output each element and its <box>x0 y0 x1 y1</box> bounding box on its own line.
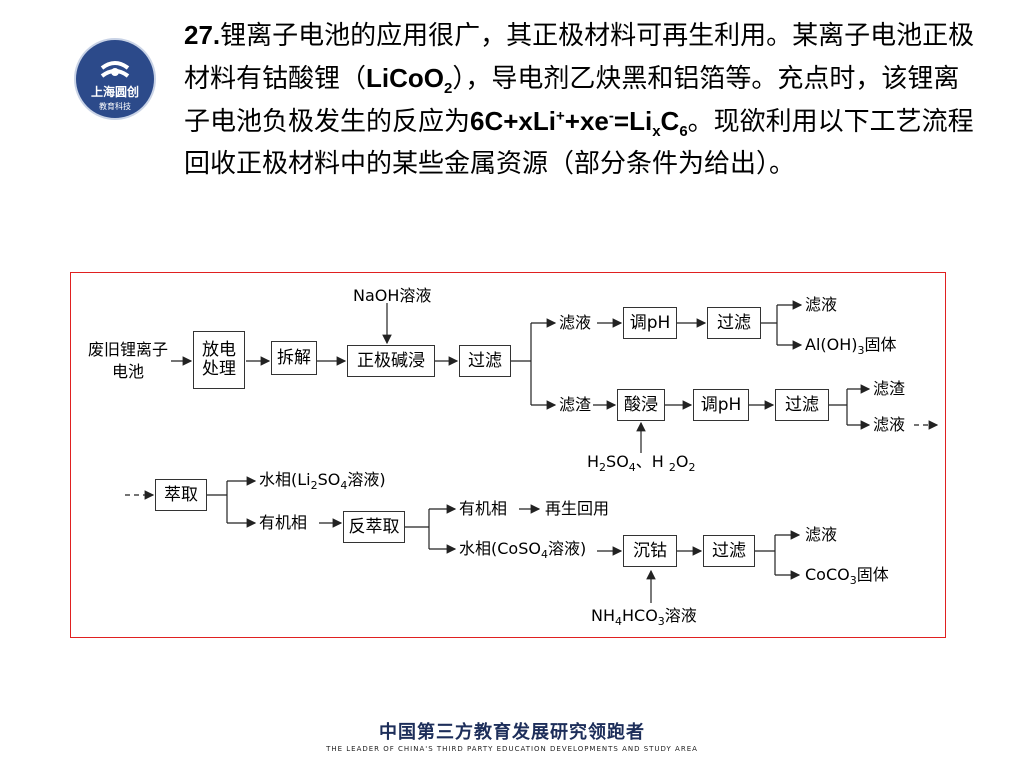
reaction-equation: 6C+xLi++xe-=LixC6 <box>470 106 688 141</box>
process-flow-diagram: 废旧锂离子电池 NaOH溶液 放电处理 拆解 正极碱浸 过滤 滤液 调pH 过滤… <box>70 272 946 638</box>
box-back-extraction: 反萃取 <box>343 511 405 543</box>
logo-name: 上海圆创 <box>91 84 139 99</box>
box-adjust-ph-1: 调pH <box>623 307 677 339</box>
box-alkali-leach: 正极碱浸 <box>347 345 435 377</box>
box-cobalt-precipitation: 沉钴 <box>623 535 677 567</box>
box-filter-4: 过滤 <box>703 535 755 567</box>
reagent-h2so4-h2o2: H2SO4、H 2O2 <box>587 452 696 475</box>
reagent-naoh: NaOH溶液 <box>353 286 432 305</box>
question-number: 27. <box>184 20 221 50</box>
box-filter-3: 过滤 <box>775 389 829 421</box>
output-filtrate-3: 滤液 <box>873 415 906 434</box>
logo-sub: 教育科技 <box>99 101 131 111</box>
label-organic-phase-1: 有机相 <box>259 513 308 532</box>
box-acid-leach: 酸浸 <box>617 389 665 421</box>
box-filter-1: 过滤 <box>459 345 511 377</box>
output-filtrate-4: 滤液 <box>805 525 838 544</box>
box-filter-2: 过滤 <box>707 307 761 339</box>
flow-arrows <box>125 300 939 603</box>
company-logo: 上海圆创 教育科技 <box>74 38 156 120</box>
footer-slogan-en: THE LEADER OF CHINA'S THIRD PARTY EDUCAT… <box>326 745 698 753</box>
box-adjust-ph-2: 调pH <box>693 389 749 421</box>
output-residue-3: 滤渣 <box>873 379 906 398</box>
label-aqueous-coso4: 水相(CoSO4溶液) <box>459 539 587 562</box>
label-organic-phase-2: 有机相 <box>459 499 508 518</box>
box-disassemble: 拆解 <box>271 341 317 375</box>
formula-licoo2: LiCoO2 <box>366 63 453 98</box>
footer-slogan: 中国第三方教育发展研究领跑者 <box>379 722 645 743</box>
output-aloh3: Al(OH)3固体 <box>805 335 897 358</box>
label-reuse: 再生回用 <box>545 499 610 518</box>
output-coco3: CoCO3固体 <box>805 565 889 588</box>
question-text: 27.锂离子电池的应用很广，其正极材料可再生利用。某离子电池正极材料有钴酸锂（L… <box>184 20 975 179</box>
reagent-nh4hco3: NH4HCO3溶液 <box>591 606 697 629</box>
output-filtrate-2: 滤液 <box>805 295 838 314</box>
label-filtrate-1: 滤液 <box>559 313 592 332</box>
input-waste-battery: 废旧锂离子电池 <box>87 340 168 381</box>
label-residue-1: 滤渣 <box>559 395 592 414</box>
label-aqueous-li2so4: 水相(Li2SO4溶液) <box>259 470 386 493</box>
box-extraction: 萃取 <box>155 479 207 511</box>
box-discharge: 放电处理 <box>193 331 245 389</box>
